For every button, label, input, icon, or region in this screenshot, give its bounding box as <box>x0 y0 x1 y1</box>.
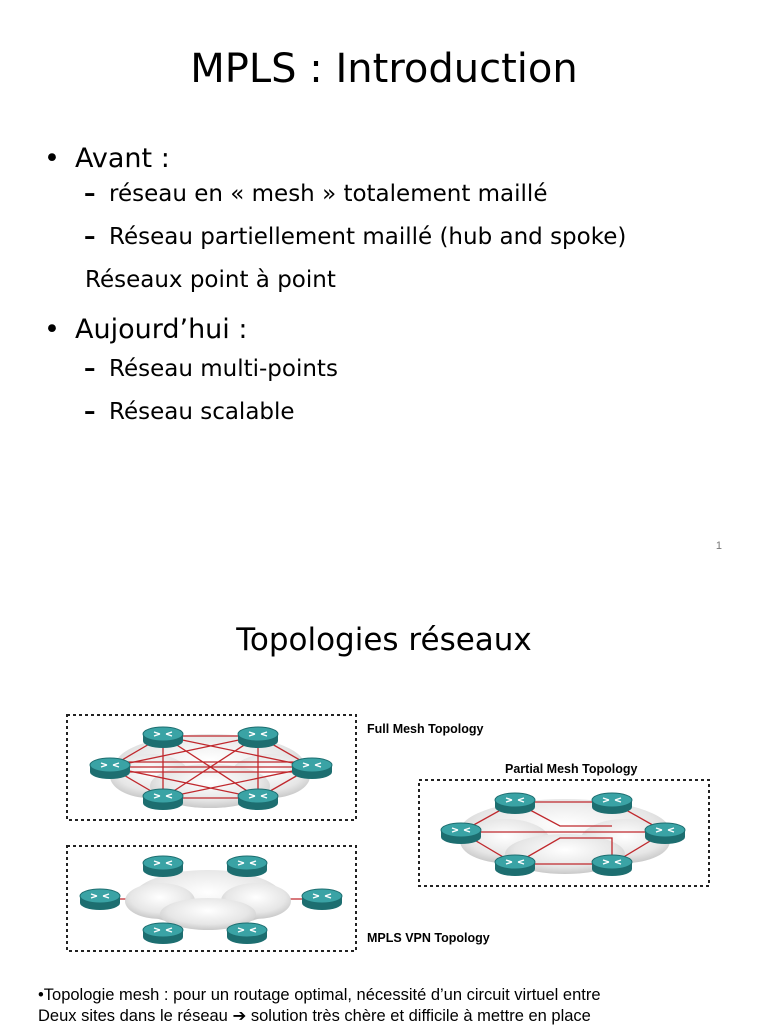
router-icon <box>142 788 184 811</box>
router-icon <box>226 922 268 945</box>
router-icon <box>494 792 536 815</box>
note-line-1: •Topologie mesh : pour un routage optima… <box>38 986 601 1004</box>
router-icon <box>494 854 536 877</box>
partial-mesh-label: Partial Mesh Topology <box>505 762 637 776</box>
slide-title: MPLS : Introduction <box>190 46 578 92</box>
right-arrow-icon: ➔ <box>232 1006 247 1025</box>
router-icon <box>226 855 268 878</box>
note-text-part1: Deux sites dans le réseau <box>38 1007 228 1025</box>
router-icon <box>301 888 343 911</box>
note-line-2: Deux sites dans le réseau ➔ solution trè… <box>38 1006 738 1026</box>
full-mesh-cloud <box>110 734 310 808</box>
router-icon <box>142 726 184 749</box>
full-mesh-label: Full Mesh Topology <box>367 722 483 736</box>
router-icon <box>89 757 131 780</box>
sub-bullet: – Réseau partiellement maillé (hub and s… <box>44 222 626 265</box>
sub-bullet: – Réseau multi-points <box>44 354 626 397</box>
bullet-label: Aujourd’hui : <box>75 314 248 345</box>
dash-marker: – <box>84 181 96 207</box>
dash-marker: – <box>84 224 96 250</box>
bullet-aujourdhui: • Aujourd’hui : <box>44 312 626 350</box>
mpls-vpn-label: MPLS VPN Topology <box>367 931 490 945</box>
bullet-label: Avant : <box>75 143 170 174</box>
dash-marker: – <box>84 356 96 382</box>
bullet-list: • Avant : – réseau en « mesh » totalemen… <box>44 141 626 440</box>
slide-title: Topologies réseaux <box>236 622 532 658</box>
sub-bullet-text: réseau en « mesh » totalement maillé <box>109 181 548 207</box>
router-icon <box>440 822 482 845</box>
router-icon <box>644 822 686 845</box>
router-icon <box>142 922 184 945</box>
router-icon <box>591 792 633 815</box>
router-icon <box>237 726 279 749</box>
mpls-vpn-frame <box>66 845 357 952</box>
partial-mesh-frame <box>418 779 710 887</box>
router-icon <box>591 854 633 877</box>
page-number: 1 <box>715 540 722 552</box>
bullet-marker: • <box>44 143 60 174</box>
sub-bullet-text: Réseau scalable <box>109 399 295 425</box>
router-icon <box>237 788 279 811</box>
bullet-marker: • <box>44 314 60 345</box>
topology-diagram: Full Mesh Topology Partial Mesh Topology <box>66 714 710 952</box>
sub-bullet: – réseau en « mesh » totalement maillé <box>44 179 626 222</box>
router-icon <box>79 888 121 911</box>
note-text-part2: solution très chère et difficile à mettr… <box>250 1007 591 1025</box>
router-icon <box>291 757 333 780</box>
slide-mpls-introduction: MPLS : Introduction • Avant : – réseau e… <box>44 46 722 552</box>
sub-bullet: – Réseau scalable <box>44 397 626 440</box>
bullet-avant: • Avant : <box>44 141 626 179</box>
full-mesh-frame <box>66 714 357 821</box>
sub-bullet-text: Réseau partiellement maillé (hub and spo… <box>109 224 627 250</box>
sub-bullet-text: Réseau multi-points <box>109 356 338 382</box>
dash-marker: – <box>84 399 96 425</box>
mpls-vpn-cloud <box>125 870 291 930</box>
plain-line: Réseaux point à point <box>85 267 336 293</box>
partial-mesh-cloud <box>460 799 670 874</box>
router-icon <box>142 855 184 878</box>
slide-topologies-reseaux: Topologies réseaux <box>0 576 768 1026</box>
